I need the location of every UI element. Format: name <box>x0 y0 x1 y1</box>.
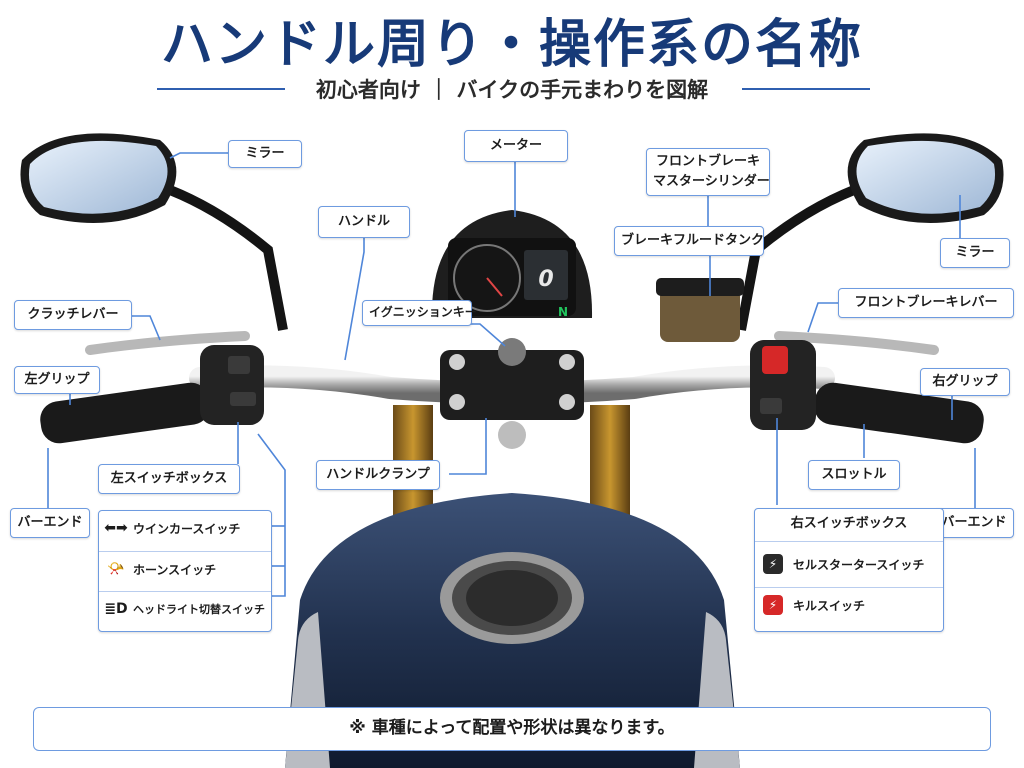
label-brake-master-line2: マスターシリンダー <box>653 174 770 189</box>
right-switch-label: セルスタータースイッチ <box>793 557 925 572</box>
right-switch-label: キルスイッチ <box>793 598 866 613</box>
headlight-icon: ≣D <box>104 601 128 617</box>
horn-icon: 📯 <box>107 561 125 577</box>
footnote: ※ 車種によって配置や形状は異なります。 <box>33 707 991 751</box>
label-right-grip: 右グリップ <box>920 368 1010 396</box>
label-brake-fluid-tank: ブレーキフルードタンク <box>614 226 764 256</box>
subtitle-rule-right <box>742 88 870 90</box>
label-handle-clamp: ハンドルクランプ <box>316 460 440 490</box>
kill-switch-icon: ⚡ <box>763 595 783 615</box>
left-switch-label: ウインカースイッチ <box>133 521 241 536</box>
brake-lever-shape <box>774 331 939 355</box>
left-switch-row: 📯 ホーンスイッチ <box>99 551 271 586</box>
left-switch-list: ⬅➡ ウインカースイッチ 📯 ホーンスイッチ ≣D ヘッドライト切替スイッチ <box>98 510 272 632</box>
fuel-cap <box>466 570 558 626</box>
steering-stem-nut <box>498 421 526 449</box>
label-mirror-right: ミラー <box>940 238 1010 268</box>
subtitle-row: 初心者向け ｜ バイクの手元まわりを図解 <box>0 72 1024 106</box>
label-handle: ハンドル <box>318 206 410 238</box>
brake-fluid-reservoir <box>656 278 744 342</box>
meter-cluster: 0 N <box>431 210 593 319</box>
left-mirror <box>20 133 288 331</box>
left-switch-label: ホーンスイッチ <box>133 562 217 577</box>
right-mirror <box>736 133 1004 331</box>
label-bar-end-left: バーエンド <box>10 508 90 538</box>
label-right-switch-box: 右スイッチボックス <box>755 509 943 542</box>
left-switch-row: ≣D ヘッドライト切替スイッチ <box>99 591 271 626</box>
label-front-brake-lever: フロントブレーキレバー <box>838 288 1014 318</box>
turn-signal-icon: ⬅➡ <box>104 520 128 536</box>
label-ignition-key: イグニッションキー <box>362 300 477 326</box>
right-switch-box-panel: 右スイッチボックス ⚡ セルスタータースイッチ ⚡ キルスイッチ <box>754 508 944 632</box>
speed-readout: 0 <box>538 267 553 292</box>
clutch-lever-shape <box>85 331 250 355</box>
handlebar-clamp <box>440 338 584 449</box>
label-left-switch-box: 左スイッチボックス <box>98 464 240 494</box>
left-switch-label: ヘッドライト切替スイッチ <box>133 603 265 616</box>
right-grip-shape <box>750 340 984 444</box>
label-meter: メーター <box>464 130 568 162</box>
starter-icon: ⚡ <box>763 554 783 574</box>
left-switch-row: ⬅➡ ウインカースイッチ <box>99 511 271 545</box>
kill-switch-shape <box>762 346 788 374</box>
ignition-cylinder <box>498 338 526 366</box>
leader-lines <box>47 152 976 597</box>
lcd-display <box>524 250 568 300</box>
subtitle-rule-left <box>157 88 285 90</box>
label-front-brake-master-cylinder: フロントブレーキ マスターシリンダー <box>646 148 770 196</box>
left-grip-shape <box>40 345 264 444</box>
neutral-indicator: N <box>558 305 568 319</box>
label-bar-end-right: バーエンド <box>934 508 1014 538</box>
label-left-grip: 左グリップ <box>14 366 100 394</box>
page-title: ハンドル周り・操作系の名称 <box>160 15 863 75</box>
page-subtitle: 初心者向け ｜ バイクの手元まわりを図解 <box>315 78 709 102</box>
right-switch-row: ⚡ セルスタータースイッチ <box>755 547 943 581</box>
label-throttle: スロットル <box>808 460 900 490</box>
label-brake-master-line1: フロントブレーキ <box>655 154 760 169</box>
right-switch-row: ⚡ キルスイッチ <box>755 587 943 622</box>
label-mirror-left: ミラー <box>228 140 302 168</box>
label-clutch-lever: クラッチレバー <box>14 300 132 330</box>
